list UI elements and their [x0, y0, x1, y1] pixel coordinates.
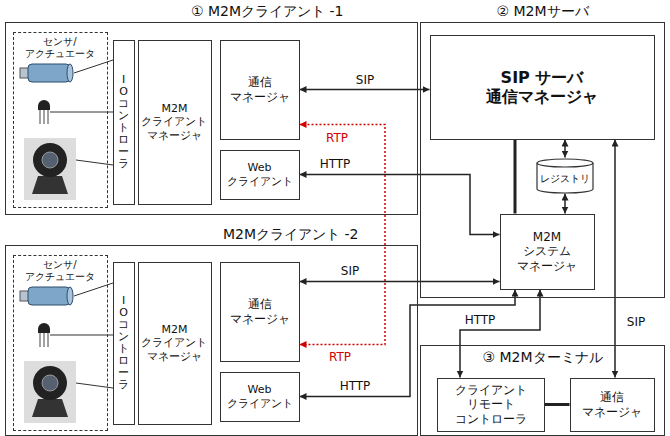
io-controller-box: IOコントローラ — [113, 40, 135, 205]
node-label: 通信 マネージャ — [579, 390, 645, 419]
node-label: Web クライアント — [224, 161, 296, 187]
node-label: M2M クライアント マネージャ — [140, 323, 209, 363]
connector — [300, 89, 430, 91]
connector — [300, 281, 500, 283]
protocol-label: RTP — [327, 350, 353, 364]
manager-box: M2M クライアント マネージャ — [138, 40, 212, 205]
connector-label: SIP — [339, 264, 361, 278]
node-label: IOコントローラ — [118, 74, 129, 171]
client-box: ① M2Mクライアント -1センサ/ アクチュエータIOコントローラM2M クラ… — [5, 22, 418, 215]
registry-cylinder: レジストリ — [536, 158, 594, 194]
camera-stand — [32, 176, 68, 194]
sensor-leg — [44, 110, 45, 124]
remote-controller-box: クライアント リモート コントローラ — [437, 378, 545, 432]
node-label: M2M クライアント マネージャ — [140, 102, 209, 142]
webcam-lens — [42, 375, 58, 391]
sensor-group-box: センサ/ アクチュエータ — [13, 32, 108, 208]
node-label: レジストリ — [540, 173, 590, 185]
camera-photo — [24, 361, 76, 423]
small-sensor — [38, 323, 50, 333]
small-sensor — [38, 100, 50, 110]
sensor-leg — [44, 333, 45, 347]
webcam — [33, 366, 67, 400]
connector — [300, 290, 516, 397]
cylinder-sensor — [28, 64, 70, 82]
terminal-box: ③ M2Mターミナルクライアント リモート コントローラ 通信 マネージャ — [420, 345, 665, 436]
connector-label: SIP — [625, 315, 647, 329]
node-label: SIP サーバ 通信マネージャ — [482, 68, 602, 106]
camera-photo — [24, 138, 76, 200]
connector — [300, 175, 500, 235]
connector — [564, 194, 566, 214]
section-heading: M2Mクライアント -2 — [223, 226, 358, 243]
connector-label: RTP — [324, 131, 350, 145]
node-label: センサ/ アクチュエータ — [23, 36, 98, 60]
io-controller-box: IOコントローラ — [113, 262, 135, 425]
wire — [50, 112, 113, 113]
comm-manager-box: 通信 マネージャ — [220, 262, 300, 362]
webcam — [33, 143, 67, 177]
comm-manager-box: 通信 マネージャ — [570, 378, 655, 432]
section-heading: ③ M2Mターミナル — [482, 349, 602, 366]
sensor-leg — [48, 333, 49, 347]
sensor-leg — [48, 110, 49, 124]
connector — [514, 140, 517, 214]
node-label: M2M システム マネージャ — [516, 230, 578, 273]
sensor-group-box: センサ/ アクチュエータ — [13, 255, 108, 431]
connector-label: SIP — [354, 73, 376, 87]
webcam-lens — [42, 152, 58, 168]
sensor-set — [20, 283, 113, 423]
connector — [564, 140, 566, 158]
connector — [545, 403, 570, 406]
server-box: ② M2MサーバSIP サーバ 通信マネージャレジストリM2M システム マネー… — [420, 22, 665, 298]
sensor-end — [67, 287, 73, 305]
wire — [50, 335, 113, 336]
sensor-set — [20, 60, 113, 200]
node-label: 通信 マネージャ — [227, 75, 293, 104]
connector-label: HTTP — [318, 157, 353, 171]
cylinder-top — [537, 159, 593, 167]
node-label: クライアント リモート コントローラ — [453, 383, 529, 426]
node-label: IOコントローラ — [118, 295, 129, 392]
section-heading: ① M2Mクライアント -1 — [191, 3, 343, 20]
connector — [614, 140, 616, 378]
connector-label: HTTP — [463, 313, 498, 327]
camera-stand — [32, 399, 68, 417]
web-client-box: Web クライアント — [220, 150, 300, 200]
section-heading: ② M2Mサーバ — [496, 3, 588, 20]
node-label: センサ/ アクチュエータ — [23, 259, 98, 283]
system-manager-box: M2M システム マネージャ — [500, 214, 595, 290]
sensor-leg — [40, 110, 41, 124]
node-label: 通信 マネージャ — [227, 297, 293, 326]
sensor-end — [67, 64, 73, 82]
cylinder-sensor — [28, 287, 70, 305]
sensor-leg — [40, 333, 41, 347]
node-label: Web クライアント — [224, 383, 296, 409]
comm-manager-box: 通信 マネージャ — [220, 40, 300, 140]
manager-box: M2M クライアント マネージャ — [138, 262, 212, 425]
sip-server-box: SIP サーバ 通信マネージャ — [430, 35, 655, 140]
connector-label: HTTP — [338, 379, 373, 393]
web-client-box: Web クライアント — [220, 372, 300, 422]
